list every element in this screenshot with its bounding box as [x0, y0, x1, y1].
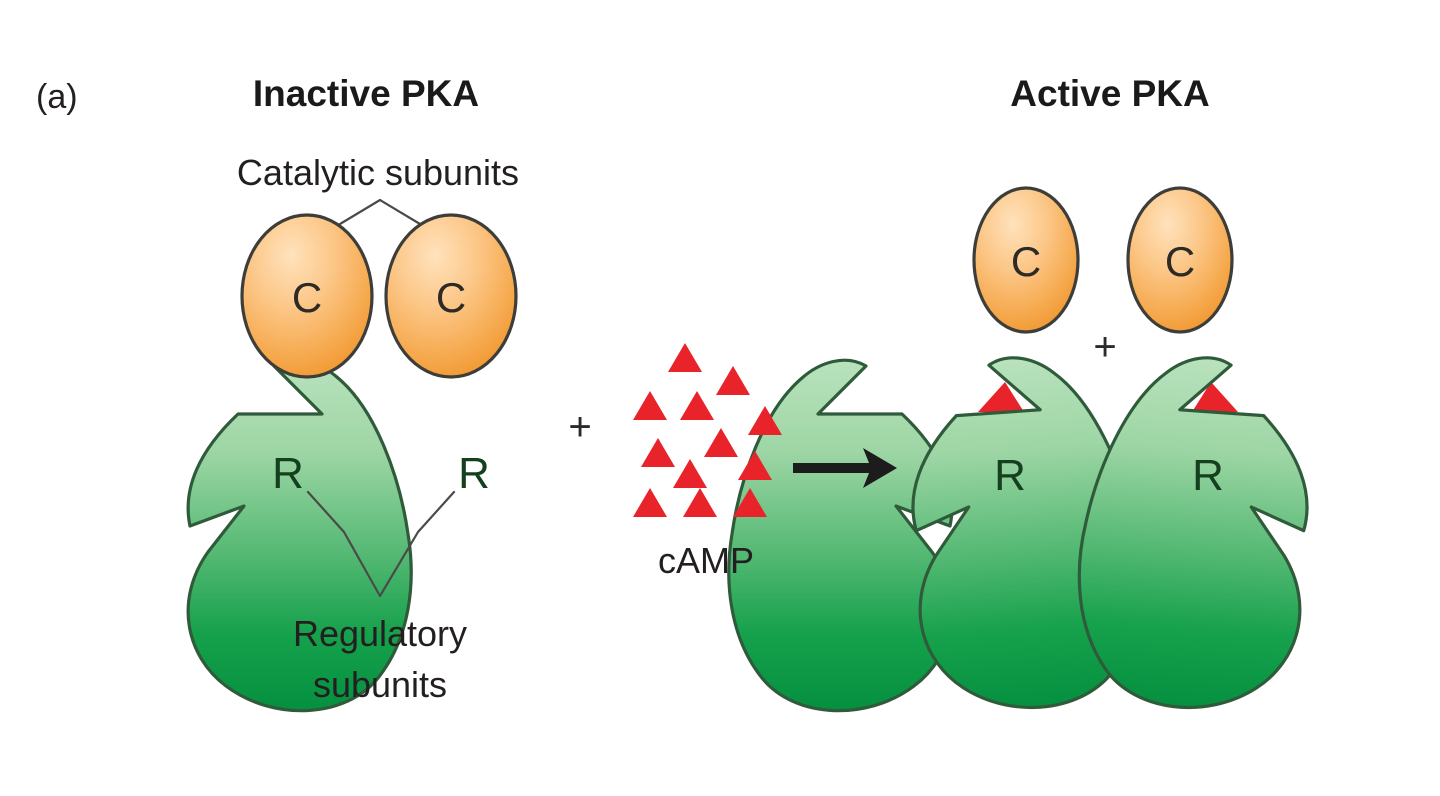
panel-label: (a) [36, 78, 78, 116]
catalytic-subunits-label: Catalytic subunits [237, 152, 519, 193]
active-pka-title: Active PKA [1010, 73, 1209, 114]
camp-triangle [673, 459, 707, 488]
plus-products: + [1093, 325, 1116, 369]
catalytic-subunit-left-letter: C [292, 274, 322, 321]
free-catalytic-subunit-right-letter: C [1165, 238, 1195, 285]
bound-regulatory-subunit-right [1068, 348, 1319, 717]
inactive-catalytic-pair: C C [240, 213, 518, 379]
regulatory-subunits-label-line1: Regulatory [293, 613, 467, 654]
inactive-pka-title: Inactive PKA [253, 73, 479, 114]
regulatory-subunit-right-letter: R [458, 449, 490, 498]
camp-label: cAMP [658, 540, 754, 581]
plus-reactants: + [568, 405, 591, 449]
bound-camp-right-upper [1192, 382, 1238, 412]
camp-triangle [704, 428, 738, 457]
catalytic-subunit-right [384, 213, 518, 379]
camp-triangle [641, 438, 675, 467]
regulatory-leader-lines [306, 490, 456, 598]
camp-triangle-pool [633, 343, 782, 517]
camp-triangle [748, 406, 782, 435]
free-catalytic-subunit-left [972, 186, 1080, 334]
active-catalytic-pair: C C [972, 186, 1234, 334]
camp-triangle [733, 488, 767, 517]
camp-triangle [738, 451, 772, 480]
camp-triangle [716, 366, 750, 395]
catalytic-subunit-right-letter: C [436, 274, 466, 321]
bound-regulatory-subunit-right-letter: R [1192, 451, 1224, 500]
catalytic-subunit-left [240, 213, 374, 379]
regulatory-subunits-label-line2: subunits [313, 664, 447, 705]
regulatory-subunit-left-letter: R [272, 449, 304, 498]
camp-triangle [668, 343, 702, 372]
free-catalytic-subunit-right [1126, 186, 1234, 334]
bound-camp-left-upper [978, 382, 1024, 412]
bound-regulatory-subunit-left-letter: R [994, 451, 1026, 500]
free-catalytic-subunit-left-letter: C [1011, 238, 1041, 285]
regulatory-subunit-left [186, 358, 413, 713]
camp-triangle [633, 391, 667, 420]
camp-triangle [680, 391, 714, 420]
camp-triangle [683, 488, 717, 517]
active-regulatory-pair: R R [901, 348, 1319, 717]
inactive-regulatory-pair: R R [186, 358, 954, 713]
camp-triangle [633, 488, 667, 517]
